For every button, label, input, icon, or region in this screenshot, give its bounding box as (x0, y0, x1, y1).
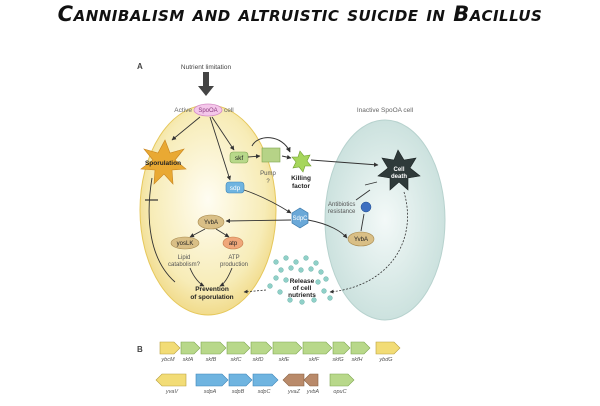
release-label-1: Release (290, 278, 315, 285)
active-spoOA-cell (139, 104, 277, 316)
gene-label-skfG: skfG (332, 357, 344, 363)
gene-row-1-labels: ybcM skfA skfB skfC skfD skfE skfF skfG … (160, 357, 393, 363)
active-cell-label-suffix: cell (224, 107, 234, 114)
yvba-right-badge (347, 231, 375, 247)
skf-gene-box (229, 151, 249, 164)
gene-skfF (302, 341, 333, 355)
atp-production-label-1: ATP (228, 255, 239, 261)
lipid-label-2: catabolism? (168, 262, 201, 268)
killing-factor-icon (291, 150, 312, 173)
dashed-feedback-arrows (243, 191, 408, 294)
skf-label: skf (235, 155, 244, 162)
gene-yvaV (155, 373, 187, 387)
active-cell-label-mark: SpoOA (198, 108, 217, 114)
gene-label-sdpA: sdpA (204, 389, 217, 395)
pathway-arrows (145, 116, 379, 287)
gene-row-1 (159, 341, 401, 355)
gene-skfA (180, 341, 201, 355)
gene-label-yvbA: yvbA (306, 389, 320, 395)
gene-opuC (329, 373, 355, 387)
gene-row-2 (155, 373, 355, 387)
gene-sdpA (195, 373, 229, 387)
sdp-gene-box (225, 181, 245, 194)
release-label-3: nutrients (288, 292, 316, 299)
killing-factor-label-2: factor (292, 183, 311, 190)
gene-label-skfD: skfD (253, 357, 264, 363)
page-title: Cannibalism and altruistic suicide in Ba… (57, 2, 543, 26)
gene-skfG (332, 341, 351, 355)
lipid-label-1: Lipid (178, 255, 191, 261)
cell-death-label-2: death (391, 174, 407, 180)
gene-skfE (272, 341, 303, 355)
nutrient-limitation-label: Nutrient limitation (181, 64, 232, 71)
panel-b-label: B (137, 345, 143, 354)
gene-skfD (250, 341, 273, 355)
yosl-badge (170, 236, 200, 250)
yosl-label: yosLK (177, 241, 194, 247)
pump-arrow (251, 137, 291, 153)
gene-yvaZ (282, 373, 305, 387)
gene-skfB (200, 341, 227, 355)
pump-question: ? (266, 179, 270, 185)
nutrient-arrow (198, 72, 214, 96)
inactive-cell-label: Inactive SpoOA cell (357, 107, 414, 114)
gene-ybcM (159, 341, 181, 355)
yvba-left-badge (197, 214, 225, 230)
gene-label-skfA: skfA (183, 357, 194, 363)
yvba-left-label: YvbA (204, 220, 218, 226)
sporulation-label: Sporulation (145, 160, 181, 167)
gene-label-yvaZ: yvaZ (287, 389, 301, 395)
pump-label: Pump (260, 171, 276, 177)
gene-skfC (226, 341, 251, 355)
prevention-label-1: Prevention (195, 286, 229, 293)
antibiotic-label-1: Antibiotics (328, 202, 355, 208)
cell-death-label-1: Cell (393, 167, 404, 173)
spoOA-badge (193, 103, 223, 117)
gene-label-skfH: skfH (352, 357, 363, 363)
sdpc-icon (291, 207, 309, 229)
gene-label-skfE: skfE (279, 357, 290, 363)
killing-factor-label-1: Killing (291, 175, 311, 182)
gene-label-skfF: skfF (309, 357, 320, 363)
gene-label-yvaV: yvaV (165, 389, 180, 395)
gene-label-ybcM: ybcM (160, 357, 175, 363)
gene-sdpB (228, 373, 253, 387)
antibiotic-label-2: resistance (328, 209, 356, 215)
gene-label-sdpB: sdpB (232, 389, 245, 395)
gene-label-ybdG: ybdG (378, 357, 393, 363)
atp-gene-label: atp (229, 241, 238, 247)
gene-ybdG (375, 341, 401, 355)
pump-box (261, 147, 281, 163)
panel-a-label: A (137, 62, 143, 71)
cell-death-icon (377, 149, 421, 191)
yvba-right-label: YvbA (354, 237, 368, 243)
sdp-label: sdp (230, 185, 241, 192)
gene-label-opuC: opuC (333, 389, 346, 395)
active-cell-label-prefix: Active (174, 107, 192, 114)
prevention-label-2: of sporulation (190, 294, 233, 301)
gene-label-skfB: skfB (206, 357, 217, 363)
gene-skfH (350, 341, 371, 355)
gene-sdpC (252, 373, 279, 387)
inactive-spoOA-cell (324, 119, 446, 321)
sdpc-label: SdpC (292, 216, 308, 222)
gene-row-2-labels: yvaV sdpA sdpB sdpC yvaZ yvbA opuC (165, 389, 347, 395)
nutrient-dots (267, 255, 333, 305)
gene-yvbA (303, 373, 319, 387)
release-label-2: of cell (293, 285, 312, 292)
sporulation-spore-icon (140, 139, 187, 185)
gene-label-skfC: skfC (231, 357, 242, 363)
atp-production-label-2: production (220, 262, 248, 268)
resistance-marker-icon (360, 201, 372, 213)
gene-label-sdpC: sdpC (258, 389, 271, 395)
atp-badge (222, 236, 244, 250)
